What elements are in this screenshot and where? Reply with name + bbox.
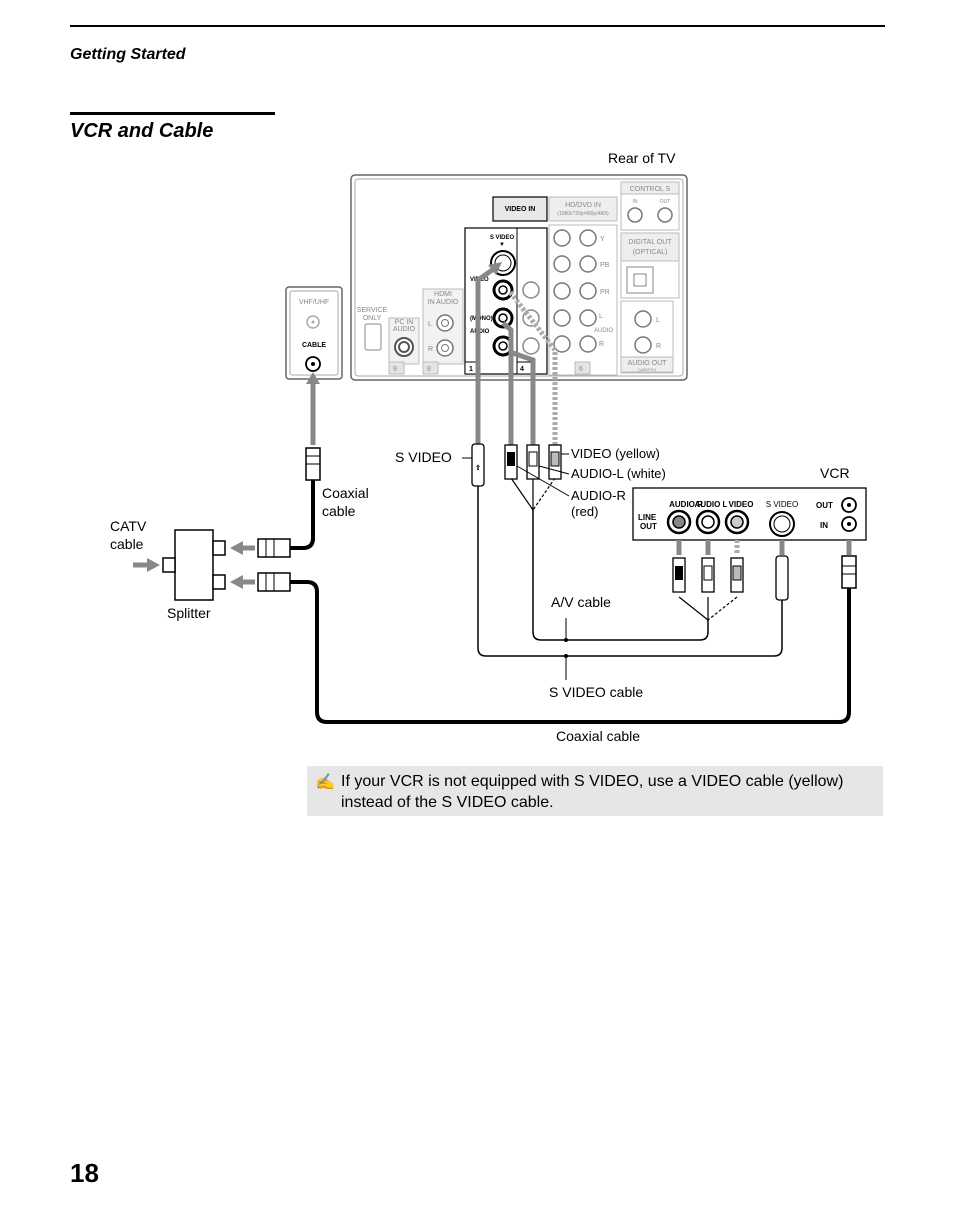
digital-out-label: DIGITAL OUT bbox=[628, 239, 672, 246]
audio-out-label: AUDIO OUT bbox=[628, 360, 668, 367]
catv-label: CATV bbox=[110, 518, 147, 534]
note-text: If your VCR is not equipped with S VIDEO… bbox=[341, 773, 844, 811]
coaxial-cable-bottom-label: Coaxial cable bbox=[556, 728, 640, 744]
header-rule bbox=[70, 25, 885, 27]
s-video-label: S VIDEO bbox=[395, 449, 452, 465]
tv-svideo-label: S VIDEO bbox=[490, 235, 515, 241]
port-hd-r: R bbox=[599, 341, 604, 348]
vhf-uhf-label: VHF/UHF bbox=[299, 299, 329, 306]
splitter-label: Splitter bbox=[167, 605, 211, 621]
vcr-audio-r: AUDIO R bbox=[669, 500, 703, 509]
control-s-label: CONTROL S bbox=[630, 186, 671, 193]
audio-out-r: R bbox=[656, 343, 661, 350]
title-rule bbox=[70, 112, 275, 115]
hdmi-l: L bbox=[428, 321, 432, 328]
vcr-audio-l: AUDIO L bbox=[695, 500, 728, 509]
red-label: (red) bbox=[571, 504, 598, 519]
vcr-label: VCR bbox=[820, 465, 850, 481]
svg-text:⇧: ⇧ bbox=[475, 464, 481, 472]
vcr-svideo: S VIDEO bbox=[766, 500, 798, 509]
service-label: SERVICE bbox=[357, 307, 388, 314]
audio-out-sub: (VAR/FIX) bbox=[638, 367, 657, 372]
port-y: Y bbox=[600, 236, 605, 243]
port-pr: PR bbox=[600, 289, 610, 296]
port-hd-audio: AUDIO bbox=[594, 328, 613, 334]
hd-dvd-label: HD/DVD IN bbox=[565, 202, 601, 209]
vcr-in: IN bbox=[820, 521, 828, 530]
connection-arrows bbox=[133, 262, 558, 589]
coaxial-label: Coaxial bbox=[322, 485, 369, 501]
rear-of-tv-label: Rear of TV bbox=[608, 150, 676, 166]
tv-mono-label: (MONO) bbox=[470, 316, 493, 322]
video-in-label: VIDEO IN bbox=[505, 206, 536, 213]
control-s-out: OUT bbox=[660, 199, 671, 205]
audio-out-l: L bbox=[656, 317, 660, 324]
port-number-9: 9 bbox=[393, 366, 397, 373]
connection-diagram: SERVICE ONLY PC IN AUDIO 9 HDMI IN AUDIO… bbox=[110, 150, 867, 744]
hdmi-label-2: IN AUDIO bbox=[428, 299, 459, 306]
service-label-2: ONLY bbox=[363, 315, 382, 322]
port-pb: PB bbox=[600, 262, 610, 269]
vcr-video: VIDEO bbox=[729, 500, 754, 509]
s-video-cable-label: S VIDEO cable bbox=[549, 684, 643, 700]
av-cable-label: A/V cable bbox=[551, 594, 611, 610]
pc-in-label-2: AUDIO bbox=[393, 326, 416, 333]
control-s-in: IN bbox=[633, 199, 638, 205]
svg-text:▼: ▼ bbox=[499, 242, 505, 248]
pencil-note-icon: ✍ bbox=[315, 774, 335, 791]
tv-side-plugs: ⇧ bbox=[305, 443, 562, 487]
hdmi-r: R bbox=[428, 346, 433, 353]
port-number-4: 4 bbox=[520, 366, 524, 373]
hd-formats-label: (1080i/720p/480p/480i) bbox=[557, 211, 609, 217]
diagram-labels: Rear of TV S VIDEO VIDEO (yellow) AUDIO-… bbox=[110, 150, 850, 744]
hdmi-label: HDMI bbox=[434, 291, 452, 298]
coaxial-label-2: cable bbox=[322, 503, 356, 519]
audio-r-label: AUDIO-R bbox=[571, 488, 626, 503]
page-title: VCR and Cable bbox=[70, 120, 214, 142]
audio-l-white-label: AUDIO-L (white) bbox=[571, 466, 666, 481]
section-title: Getting Started bbox=[70, 46, 186, 63]
vcr-out: OUT bbox=[816, 501, 833, 510]
splitter-device bbox=[162, 529, 291, 601]
video-yellow-label: VIDEO (yellow) bbox=[571, 446, 660, 461]
port-number-1: 1 bbox=[469, 366, 473, 373]
page-number: 18 bbox=[70, 1158, 99, 1188]
catv-label-2: cable bbox=[110, 536, 144, 552]
vcr-panel: AUDIO R AUDIO L VIDEO S VIDEO LINE OUT O… bbox=[632, 487, 867, 601]
antenna-panel: VHF/UHF CABLE bbox=[285, 286, 343, 380]
vcr-line: LINE bbox=[638, 513, 657, 522]
cable-label: CABLE bbox=[302, 342, 326, 349]
note-box: ✍ If your VCR is not equipped with S VID… bbox=[307, 766, 883, 816]
vcr-line-out: OUT bbox=[640, 522, 657, 531]
digital-out-label-2: (OPTICAL) bbox=[633, 249, 668, 256]
port-hd-l: L bbox=[599, 313, 603, 320]
port-number-6: 6 bbox=[579, 366, 583, 373]
port-number-8: 8 bbox=[427, 366, 431, 373]
cables bbox=[290, 477, 851, 724]
pc-in-label: PC IN bbox=[395, 319, 414, 326]
tv-rear-panel: SERVICE ONLY PC IN AUDIO 9 HDMI IN AUDIO… bbox=[350, 174, 688, 381]
